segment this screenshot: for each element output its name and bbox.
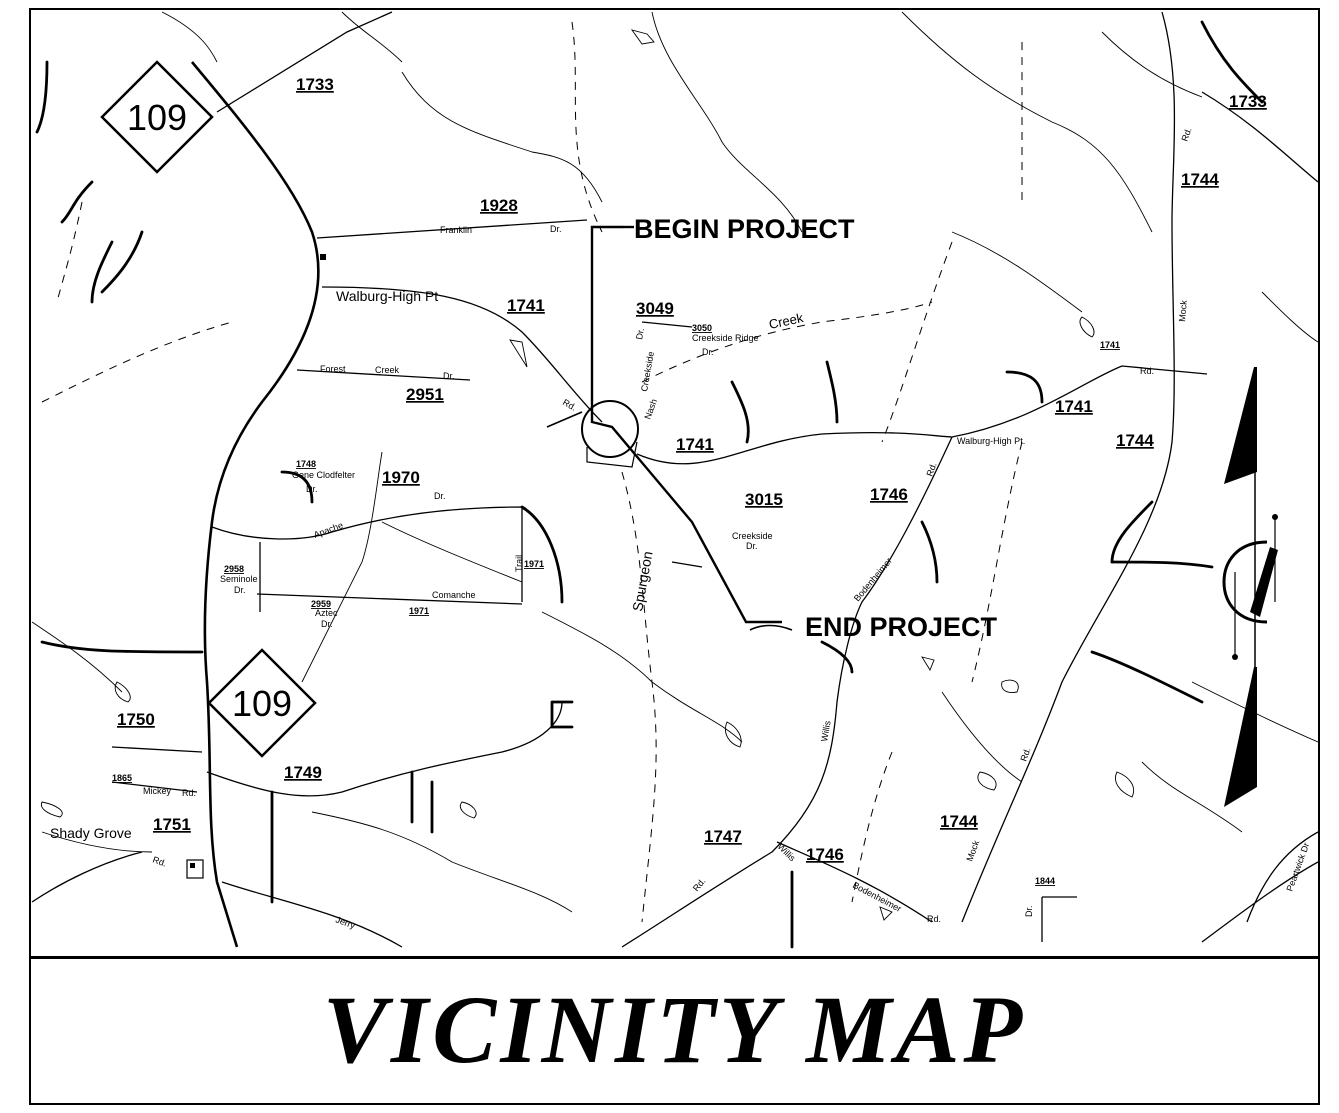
route-label: 1928 [480,196,518,215]
place-name: Shady Grove [50,825,132,841]
map-divider [31,956,1318,959]
route-label: 2959 [311,599,331,609]
svg-text:109: 109 [232,683,292,724]
creek-lines [41,21,1023,923]
route-label: 1744 [1181,170,1219,189]
road-name: Creekside [639,351,656,393]
route-label: 1744 [940,812,978,831]
route-label: 1751 [153,815,191,834]
road-name: Peartwick Dr [1284,841,1311,892]
road-name: Rd. [182,788,196,798]
route-label: 3049 [636,299,674,318]
road-name: Willis [819,719,833,742]
end-project-label: END PROJECT [805,612,998,642]
route-label: 1970 [382,468,420,487]
road-name: Rd. [151,854,168,868]
road-name: Willis [776,841,798,863]
route-label: 1750 [117,710,155,729]
road-name: Rd. [561,397,578,413]
route-number-labels: 1733 1733 1928 1741 1741 1741 1741 3049 … [112,75,1267,886]
road-name: Mock [1177,299,1189,322]
highway-109 [191,61,320,948]
creek-name: Creek [768,310,806,332]
spur-roads [35,20,1264,949]
route-label: 1747 [704,827,742,846]
road-name: Creekside [732,531,773,541]
streams [31,11,1318,913]
road-name: Mock [964,839,981,863]
road-name: Rd. [1179,126,1193,143]
road-name: Rd. [924,461,938,478]
road-name: Forest [320,364,346,374]
road-name: Dr. [550,224,562,234]
road-name: Rd. [927,914,941,924]
road-name: Jerry [334,914,357,930]
road-name: Aztec [315,608,338,618]
road-name: Dr. [306,484,318,494]
route-label: 1733 [1229,92,1267,111]
road-name: Gene Clodfelter [292,470,355,480]
road-name: Rd. [691,876,708,893]
road-name: Creekside Ridge [692,333,759,343]
road-name: Seminole [220,574,258,584]
road-name: Comanche [432,590,476,600]
roads [31,11,1318,948]
svg-text:109: 109 [127,97,187,138]
road-name: Spurgeon [629,550,655,613]
road-name: Trail [514,555,524,572]
route-label: 2951 [406,385,444,404]
route-label: 1971 [524,559,544,569]
page-title: VICINITY MAP [322,976,1027,1083]
road-name: Bodenheimer [851,880,903,914]
road-name: Creek [375,365,400,375]
road-name: Franklin [440,225,472,235]
map-frame: 109 109 BEGIN PROJECT END PROJECT [29,8,1320,1105]
route-label: 1741 [507,296,545,315]
route-label: 3015 [745,490,783,509]
road-name: Rd. [1140,366,1154,376]
road-name: Dr. [1024,905,1034,917]
route-label: 1865 [112,773,132,783]
route-label: 1749 [284,763,322,782]
route-shield-109-south: 109 [207,648,317,758]
building-icon [186,254,326,879]
north-arrow-icon [1222,367,1278,807]
road-name: Dr. [434,491,446,501]
road-name: Dr. [634,327,646,340]
route-label: 1741 [1055,397,1093,416]
road-name: Bodenheimer [852,556,894,603]
route-label: 1746 [870,485,908,504]
route-shield-109-north: 109 [100,60,214,174]
route-label: 1733 [296,75,334,94]
route-label: 1744 [1116,431,1154,450]
road-name: Dr. [321,619,333,629]
road-name: Mickey [143,786,172,796]
project-line [546,225,793,631]
road-name: Dr. [234,585,246,595]
road-name-labels: Walburg-High Pt Walburg-High Pt. Frankli… [50,126,1311,931]
road-name: Dr. [443,371,455,381]
road-name: Apache [312,520,344,540]
route-label: 1746 [806,845,844,864]
road-name: Nash [642,398,659,421]
begin-project-label: BEGIN PROJECT [634,214,855,244]
road-name: Walburg-High Pt. [957,436,1025,446]
route-label: 1741 [1100,340,1120,350]
route-label: 1741 [676,435,714,454]
road-name: Dr. [702,347,714,357]
route-label: 2958 [224,564,244,574]
route-label: 1748 [296,459,316,469]
vicinity-map: 109 109 BEGIN PROJECT END PROJECT [31,10,1318,956]
route-label: 1971 [409,606,429,616]
route-label: 1844 [1035,876,1055,886]
road-name: Dr. [746,541,758,551]
ponds [40,29,1135,921]
road-name: Walburg-High Pt [336,288,438,304]
route-label: 3050 [692,323,712,333]
road-name: Rd. [1018,746,1032,763]
